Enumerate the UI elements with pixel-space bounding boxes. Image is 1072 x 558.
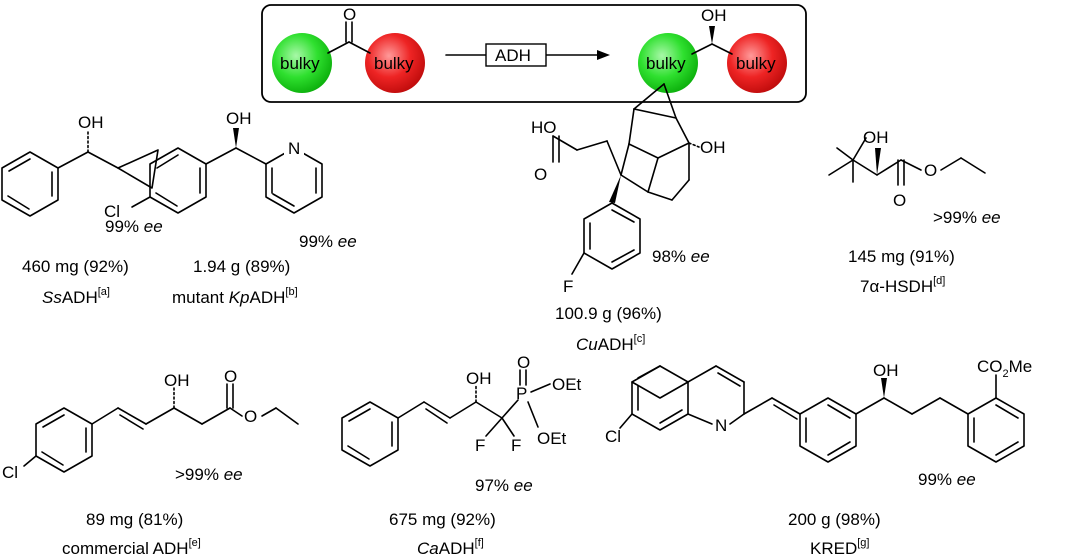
compound-7-structure: Cl N OH CO2Me bbox=[605, 357, 1032, 463]
c1-enzyme: SsADH[a] bbox=[42, 286, 110, 307]
c5-atom-o-carbonyl: O bbox=[224, 367, 237, 386]
c7-atom-cl: Cl bbox=[605, 427, 621, 446]
c4-ee-label: >99% ee bbox=[933, 208, 1001, 227]
c1-ee-label: 99% ee bbox=[105, 217, 163, 236]
c1-atom-oh: OH bbox=[78, 113, 104, 132]
compound-4-structure: OH O O bbox=[828, 128, 986, 210]
compound-5-structure: OH O O Cl bbox=[2, 367, 299, 482]
c3-ee-label: 98% ee bbox=[652, 247, 710, 266]
compound-6-structure: OH O P OEt OEt F F bbox=[341, 353, 582, 467]
c2-enzyme: mutant KpADH[b] bbox=[172, 286, 298, 307]
c5-atom-o-ester: O bbox=[244, 407, 257, 426]
adh-reagent-label: ADH bbox=[495, 46, 531, 65]
reaction-arrow: ADH bbox=[445, 43, 610, 67]
green-bulky-sphere bbox=[272, 33, 332, 93]
c7-atom-co2me: CO2Me bbox=[977, 357, 1032, 380]
ketone-substrate: O bulky bulky bbox=[272, 5, 425, 93]
c3-atom-oh: OH bbox=[700, 138, 726, 157]
compound-5: OH O O Cl >99% ee 89 mg (81%) commercial… bbox=[2, 367, 299, 558]
c5-yield: 89 mg (81%) bbox=[86, 510, 183, 529]
c5-enzyme: commercial ADH[e] bbox=[62, 537, 201, 558]
ketone-oxygen-label: O bbox=[343, 5, 356, 24]
alcohol-oh-label: OH bbox=[701, 6, 727, 25]
compound-4: OH O O >99% ee 145 mg (91%) 7α-HSDH[d] bbox=[828, 128, 1001, 296]
c6-atom-oet-2: OEt bbox=[537, 429, 567, 448]
alcohol-product: OH bulky bulky bbox=[638, 6, 787, 93]
c2-yield: 1.94 g (89%) bbox=[193, 257, 290, 276]
left-bulky-label: bulky bbox=[280, 54, 320, 73]
c2-atom-oh: OH bbox=[226, 109, 252, 128]
c7-atom-oh: OH bbox=[873, 361, 899, 380]
green-bulky-sphere-product bbox=[638, 33, 698, 93]
c1-yield: 460 mg (92%) bbox=[22, 257, 129, 276]
c6-enzyme: CaADH[f] bbox=[417, 537, 484, 558]
compound-3-structure: HO O OH F bbox=[531, 83, 726, 296]
compound-1-structure: OH bbox=[1, 113, 159, 217]
right-bulky-label-product: bulky bbox=[736, 54, 776, 73]
c6-yield: 675 mg (92%) bbox=[389, 510, 496, 529]
compound-7: Cl N OH CO2Me 99% ee 200 g (98%) KRED[g] bbox=[605, 357, 1032, 558]
compound-1: OH 99% ee 460 mg (92%) SsADH[a] bbox=[1, 113, 163, 307]
c6-atom-oh: OH bbox=[466, 369, 492, 388]
c5-atom-cl: Cl bbox=[2, 463, 18, 482]
c3-atom-f: F bbox=[563, 277, 573, 296]
c6-atom-f-1: F bbox=[475, 436, 485, 455]
c7-atom-n: N bbox=[715, 416, 727, 435]
compound-2-structure: OH N Cl bbox=[104, 109, 323, 221]
c4-atom-o-ester: O bbox=[924, 161, 937, 180]
c2-atom-n: N bbox=[288, 139, 300, 158]
c4-atom-oh: OH bbox=[863, 128, 889, 147]
c4-yield: 145 mg (91%) bbox=[848, 247, 955, 266]
c3-atom-o: O bbox=[534, 165, 547, 184]
c2-atom-cl: Cl bbox=[104, 202, 120, 221]
c4-atom-o-carbonyl: O bbox=[893, 191, 906, 210]
c7-yield: 200 g (98%) bbox=[788, 510, 881, 529]
c3-enzyme: CuADH[c] bbox=[576, 333, 645, 354]
compound-6: OH O P OEt OEt F F 97% ee 675 mg (92%) C… bbox=[341, 353, 582, 558]
c4-enzyme: 7α-HSDH[d] bbox=[860, 275, 945, 296]
c7-ee-label: 99% ee bbox=[918, 470, 976, 489]
c7-enzyme: KRED[g] bbox=[810, 537, 869, 558]
right-bulky-label: bulky bbox=[374, 54, 414, 73]
c6-ee-label: 97% ee bbox=[475, 476, 533, 495]
red-bulky-sphere bbox=[365, 33, 425, 93]
c5-ee-label: >99% ee bbox=[175, 465, 243, 484]
c6-atom-o: O bbox=[517, 353, 530, 372]
left-bulky-label-product: bulky bbox=[646, 54, 686, 73]
general-reaction-box: O bulky bulky ADH OH bulky bulky bbox=[261, 4, 807, 103]
c2-ee-label: 99% ee bbox=[299, 232, 357, 251]
c6-atom-f-2: F bbox=[511, 436, 521, 455]
compound-3: HO O OH F 98% ee 100.9 g (96%) CuADH[c] bbox=[531, 83, 726, 354]
c6-atom-oet-1: OEt bbox=[552, 375, 582, 394]
compound-2: OH N Cl 99% ee 1.94 g (89%) mutant KpADH… bbox=[104, 109, 357, 307]
c3-atom-ho: HO bbox=[531, 118, 557, 137]
c3-yield: 100.9 g (96%) bbox=[555, 304, 662, 323]
c6-atom-p: P bbox=[516, 384, 527, 403]
red-bulky-sphere-product bbox=[727, 33, 787, 93]
c5-atom-oh: OH bbox=[164, 371, 190, 390]
